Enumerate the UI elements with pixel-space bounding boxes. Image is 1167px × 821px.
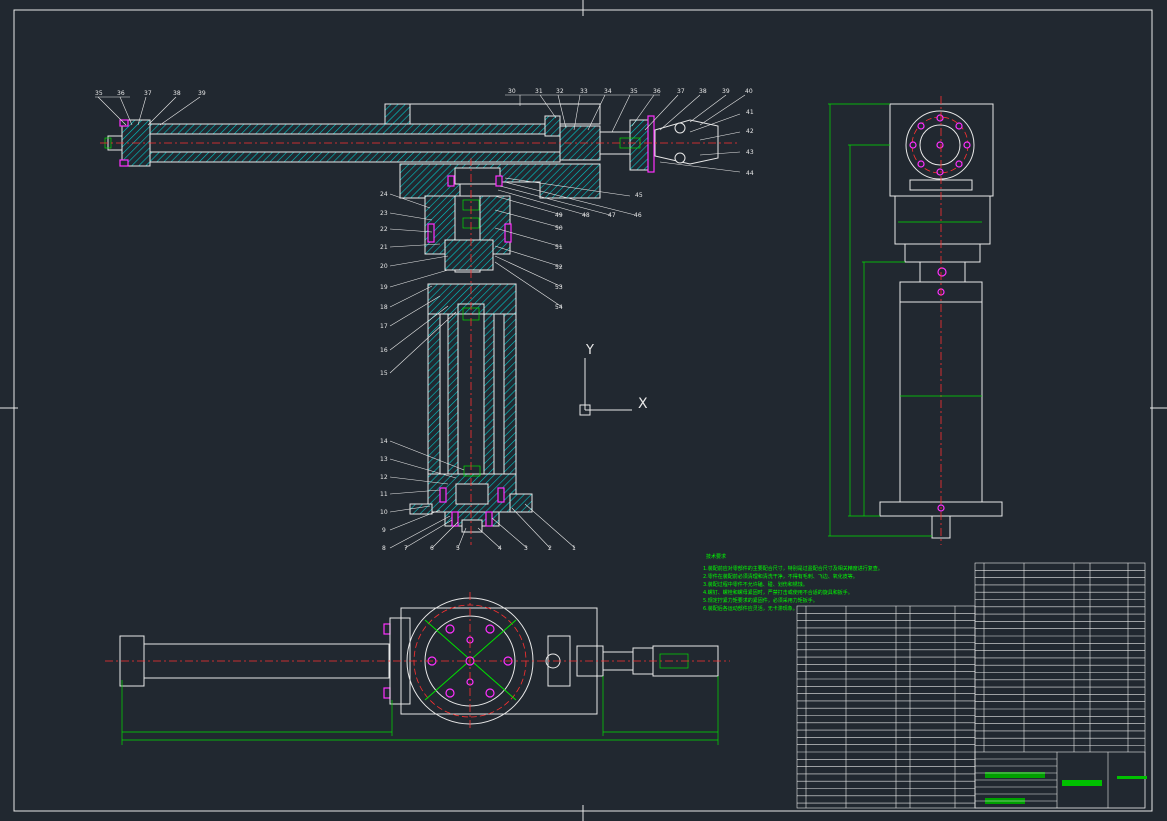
- balloon-43: 43: [746, 149, 754, 156]
- balloon-8: 8: [382, 545, 386, 552]
- balloon-9: 9: [382, 527, 386, 534]
- note-line-6: 6.装配后各运动部件应灵活，无卡滞现象。: [703, 605, 798, 612]
- note-line-1: 1.装配前应对零部件的主要配合尺寸，特别是过盈配合尺寸及相关精度进行复查。: [703, 565, 883, 572]
- balloon-47: 47: [608, 212, 616, 219]
- balloon-38b: 38: [699, 88, 707, 95]
- balloon-52: 52: [555, 264, 563, 271]
- left-balloons: 24 23 22 21 20 19 18 17 16 15 14 13 12 1…: [380, 191, 465, 552]
- balloon-37b: 37: [677, 88, 685, 95]
- balloon-19: 19: [380, 284, 388, 291]
- balloon-17: 17: [380, 323, 388, 330]
- balloon-18: 18: [380, 304, 388, 311]
- ucs-y-label: Y: [585, 343, 594, 358]
- balloon-51: 51: [555, 244, 563, 251]
- balloon-37: 37: [144, 90, 152, 97]
- balloon-32: 32: [556, 88, 564, 95]
- balloon-31: 31: [535, 88, 543, 95]
- balloon-10: 10: [380, 509, 388, 516]
- balloon-22: 22: [380, 226, 388, 233]
- balloon-46: 46: [634, 212, 642, 219]
- balloon-35b: 35: [630, 88, 638, 95]
- balloon-54: 54: [555, 304, 563, 311]
- balloon-16: 16: [380, 347, 388, 354]
- balloon-41: 41: [746, 109, 754, 116]
- balloon-4: 4: [498, 545, 502, 552]
- balloon-48: 48: [582, 212, 590, 219]
- ucs-icon[interactable]: Y X: [579, 343, 648, 416]
- plan-view[interactable]: [105, 592, 730, 745]
- balloon-40: 40: [745, 88, 753, 95]
- note-line-2: 2.零件在装配前必须清理和清洗干净，不得有毛刺、飞边、氧化皮等。: [703, 573, 858, 580]
- balloon-13: 13: [380, 456, 388, 463]
- balloon-23: 23: [380, 210, 388, 217]
- note-line-4: 4.螺钉、螺栓和螺母紧固时，严禁打击或使用不合适的旋具和扳手。: [703, 589, 853, 596]
- balloon-3: 3: [524, 545, 528, 552]
- balloon-15: 15: [380, 370, 388, 377]
- balloon-7: 7: [404, 545, 408, 552]
- balloon-53: 53: [555, 284, 563, 291]
- balloon-11: 11: [380, 491, 388, 498]
- balloon-39b: 39: [722, 88, 730, 95]
- balloon-21: 21: [380, 244, 388, 251]
- note-line-3: 3.装配过程中零件不允许磕、碰、划伤和锈蚀。: [703, 581, 808, 588]
- balloon-38: 38: [173, 90, 181, 97]
- balloon-14: 14: [380, 438, 388, 445]
- mid-right-balloons: 45 46 47 48 49 50 51 52 53 54: [494, 177, 643, 311]
- balloon-12: 12: [380, 474, 388, 481]
- side-view[interactable]: [828, 96, 1003, 545]
- balloon-34: 34: [604, 88, 612, 95]
- arm-balloons: 35 36 37 38 39 30 31 32 33 34 35 36 37 3…: [95, 88, 754, 177]
- ucs-x-label: X: [638, 396, 648, 412]
- balloon-45: 45: [635, 192, 643, 199]
- front-section-view[interactable]: [100, 103, 740, 545]
- balloon-42: 42: [746, 128, 754, 135]
- balloon-35: 35: [95, 90, 103, 97]
- balloon-49: 49: [555, 212, 563, 219]
- balloon-36b: 36: [653, 88, 661, 95]
- balloon-30: 30: [508, 88, 516, 95]
- balloon-24: 24: [380, 191, 388, 198]
- balloon-39: 39: [198, 90, 206, 97]
- balloon-6: 6: [430, 545, 434, 552]
- balloon-20: 20: [380, 263, 388, 270]
- balloon-5: 5: [456, 545, 460, 552]
- balloon-36: 36: [117, 90, 125, 97]
- balloon-1: 1: [572, 545, 576, 552]
- balloon-44: 44: [746, 170, 754, 177]
- technical-requirements: 技术要求 1.装配前应对零部件的主要配合尺寸，特别是过盈配合尺寸及相关精度进行复…: [703, 553, 883, 612]
- notes-title: 技术要求: [706, 553, 726, 560]
- parts-list-table: [796, 562, 1147, 809]
- bottom-balloons: 7 6 5 4 3 2 1: [404, 503, 576, 552]
- balloon-33: 33: [580, 88, 588, 95]
- balloon-50: 50: [555, 225, 563, 232]
- balloon-2: 2: [548, 545, 552, 552]
- note-line-5: 5.规定拧紧力矩要求的紧固件，必须采用力矩扳手。: [703, 597, 818, 604]
